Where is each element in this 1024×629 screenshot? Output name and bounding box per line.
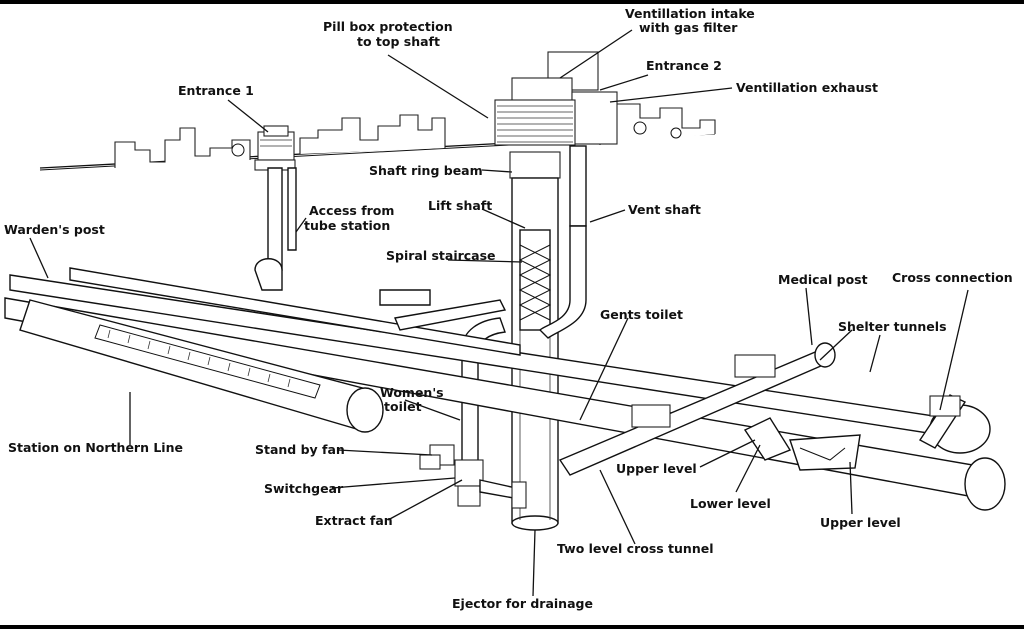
spiral-staircase-body: [518, 229, 552, 331]
label-upper-level-2: Upper level: [820, 515, 901, 530]
label-ejector-for-drainage: Ejector for drainage: [452, 596, 593, 611]
label-shelter-tunnels: Shelter tunnels: [838, 319, 947, 334]
label-gents-toilet: Gents toilet: [600, 307, 683, 322]
ground-surface: [39, 103, 716, 171]
label-womens-toilet-2: toilet: [384, 399, 422, 414]
label-entrance-2: Entrance 2: [646, 58, 722, 73]
vent-shaft-body: [539, 145, 587, 339]
label-spiral-staircase: Spiral staircase: [386, 248, 496, 263]
label-lower-level: Lower level: [690, 496, 771, 511]
lower-level-cutaway: [743, 417, 861, 471]
label-stand-by-fan: Stand by fan: [255, 442, 345, 457]
label-two-level-cross-tunnel: Two level cross tunnel: [557, 541, 714, 556]
leader-lines: [29, 29, 969, 597]
label-switchgear: Switchgear: [264, 481, 344, 496]
label-ventilation-exhaust: Ventillation exhaust: [736, 80, 878, 95]
label-ventilation-intake-2: with gas filter: [639, 20, 738, 35]
label-entrance-1: Entrance 1: [178, 83, 254, 98]
label-cross-connection: Cross connection: [892, 270, 1013, 285]
label-pill-box-1: Pill box protection: [323, 19, 453, 34]
upper-passage: [69, 267, 521, 356]
entrance-1-structure: [254, 125, 296, 171]
label-station-northern-line: Station on Northern Line: [8, 440, 183, 455]
label-access-from-tube-1: Access from: [309, 203, 394, 218]
label-vent-shaft: Vent shaft: [628, 202, 701, 217]
entrance-1-shaft: [254, 167, 297, 291]
label-extract-fan: Extract fan: [315, 513, 393, 528]
label-ventilation-intake-1: Ventillation intake: [625, 6, 755, 21]
label-pill-box-2: to top shaft: [357, 34, 440, 49]
access-passage: [379, 289, 507, 331]
two-level-cross-tunnel: [558, 342, 836, 476]
label-upper-level-1: Upper level: [616, 461, 697, 476]
label-wardens-post: Warden's post: [4, 222, 105, 237]
label-womens-toilet-1: Women's: [380, 385, 444, 400]
pill-box-structure: [494, 51, 618, 179]
label-access-from-tube-2: tube station: [304, 218, 390, 233]
label-lift-shaft: Lift shaft: [428, 198, 492, 213]
northern-line-station: [19, 299, 384, 433]
label-medical-post: Medical post: [778, 272, 868, 287]
label-shaft-ring-beam: Shaft ring beam: [369, 163, 483, 178]
